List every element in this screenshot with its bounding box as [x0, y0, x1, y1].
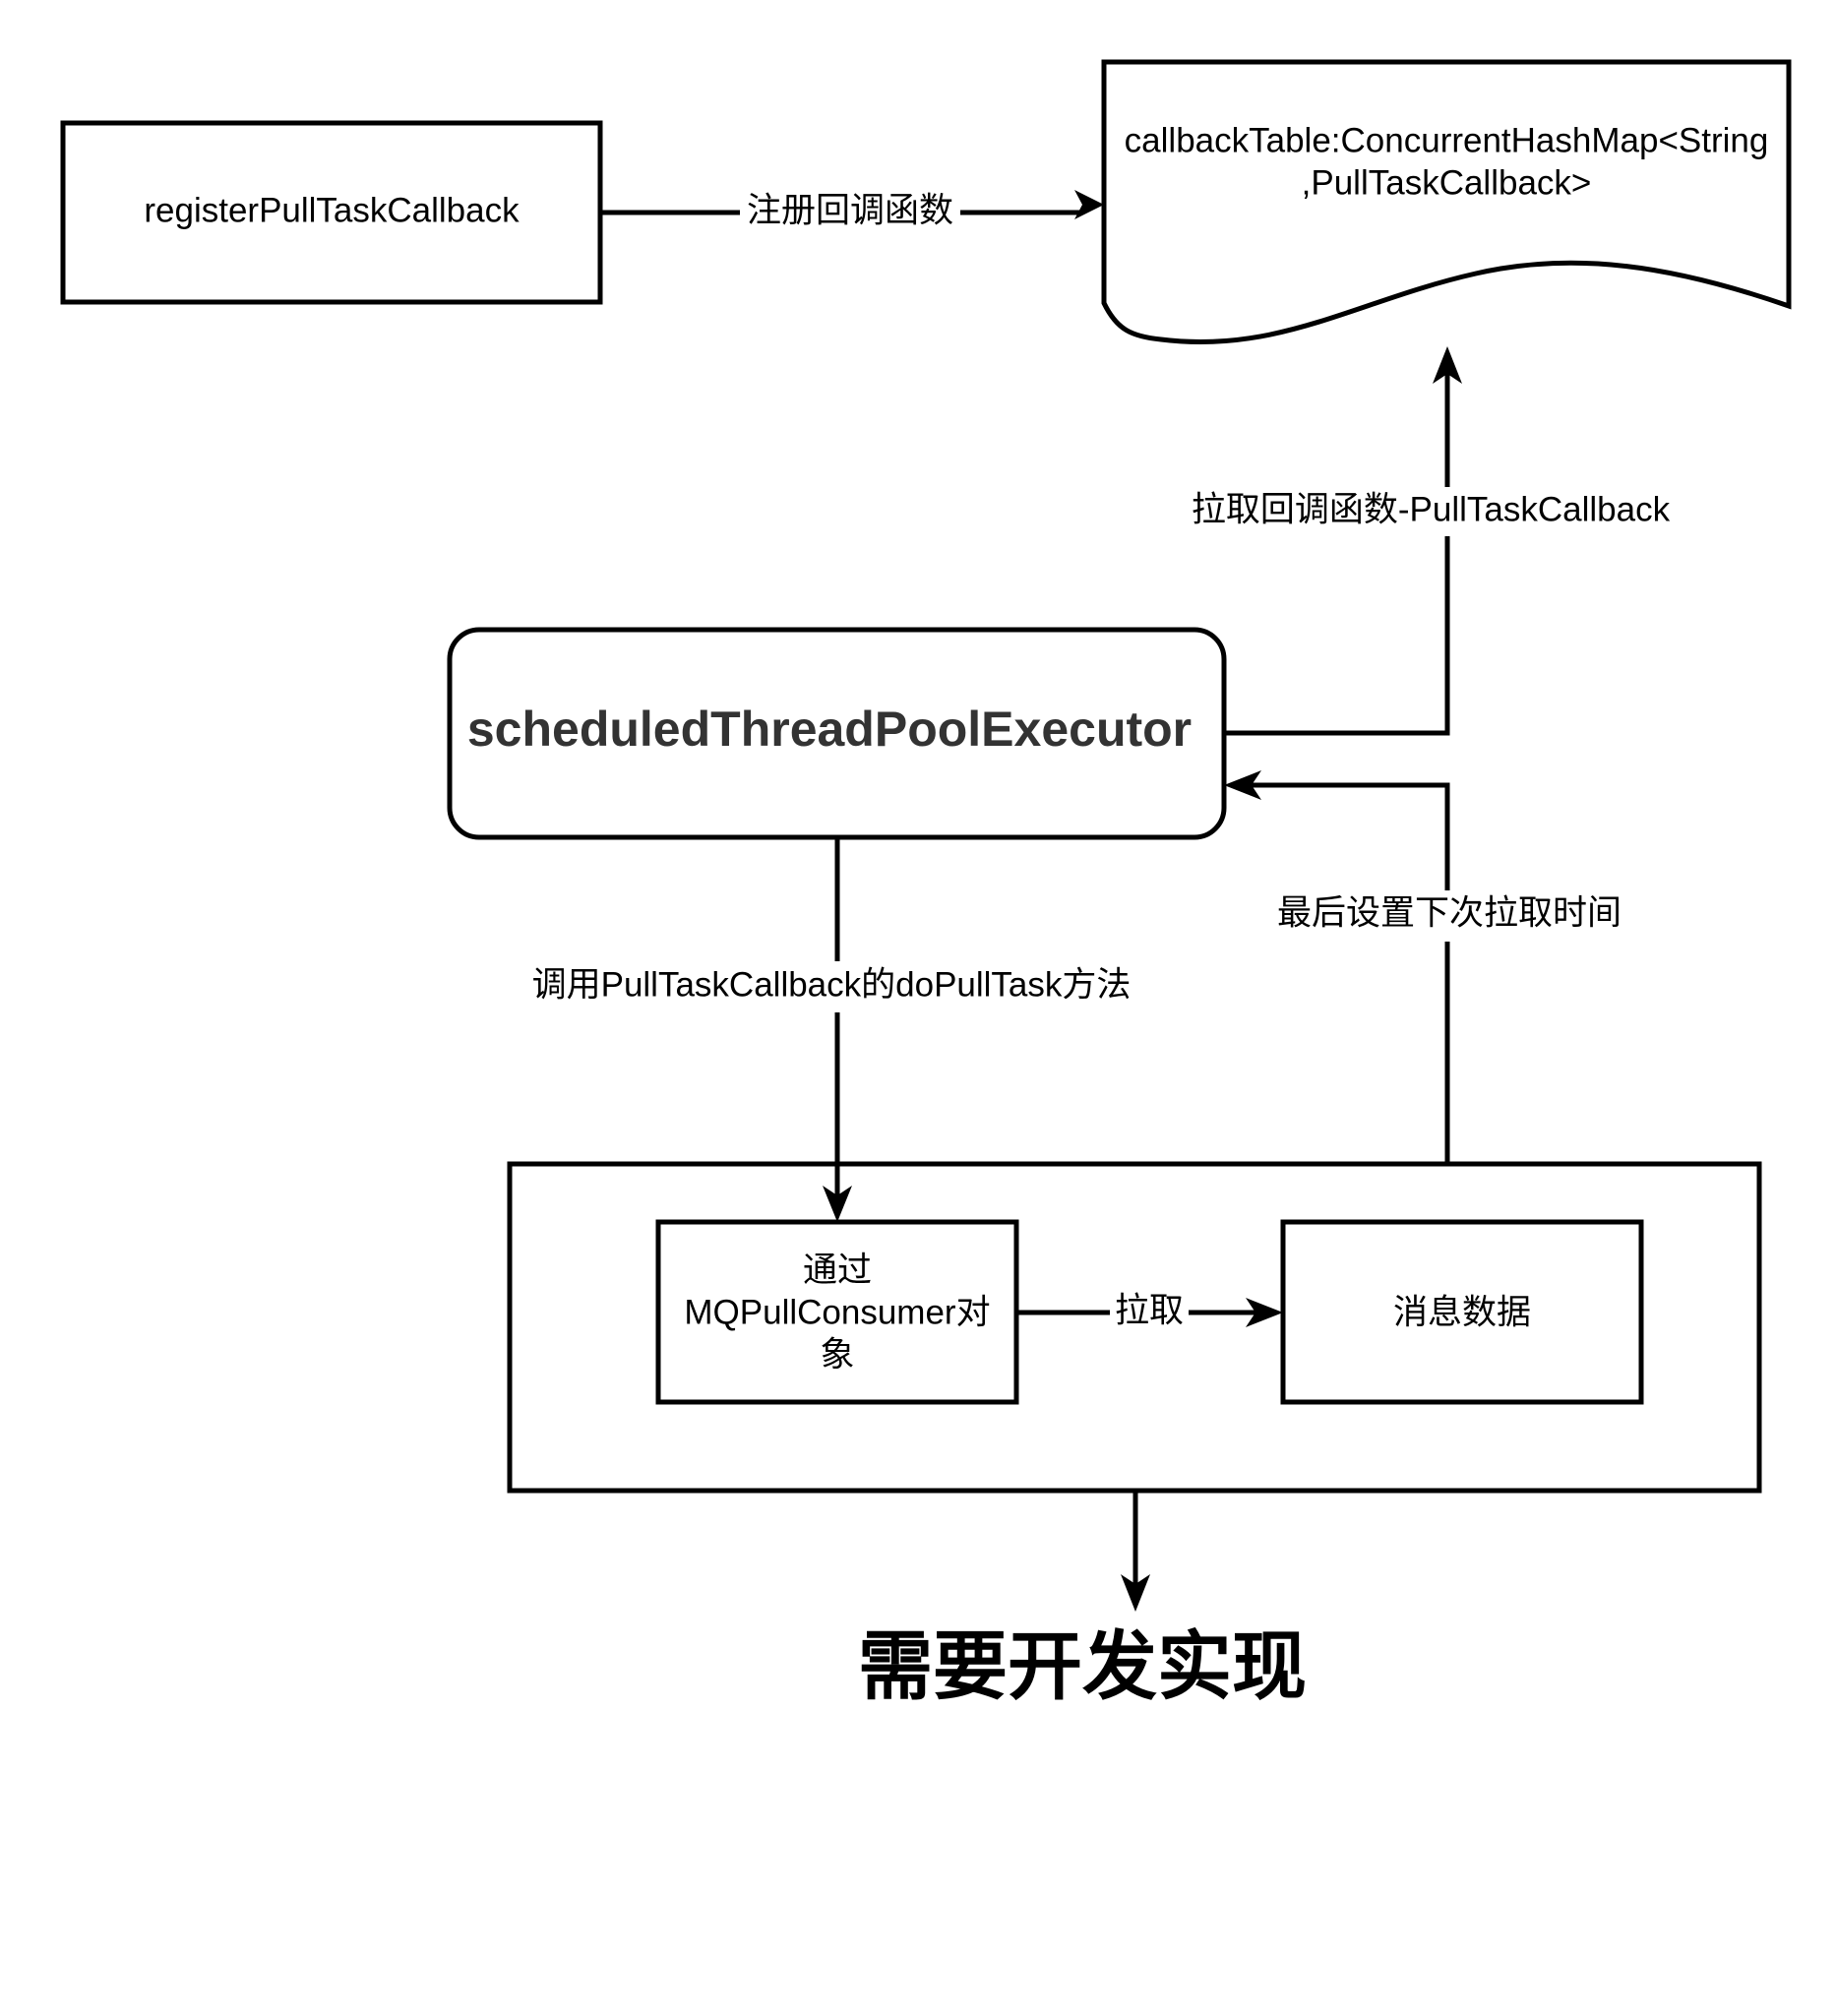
- pull-consumer-label-line3: 象: [820, 1335, 854, 1374]
- edge-next-pull-time-label: 最后设置下次拉取时间: [1277, 893, 1622, 932]
- arrowhead: [1074, 190, 1104, 219]
- callback-table-label-line1: callbackTable:ConcurrentHashMap<String: [1125, 121, 1769, 159]
- pull-consumer-label-line1: 通过: [803, 1251, 872, 1289]
- edge-executor-to-consumer: 调用PullTaskCallback的doPullTask方法: [521, 837, 1151, 1222]
- edge-register-to-table: 注册回调函数: [600, 189, 1104, 236]
- register-callback-label: registerPullTaskCallback: [144, 191, 520, 229]
- edge-fetch-callback-label: 拉取回调函数-PullTaskCallback: [1192, 490, 1671, 528]
- edge-register-label: 注册回调函数: [747, 191, 953, 229]
- developer-implementation-title: 需要开发实现: [858, 1625, 1307, 1709]
- arrowhead: [1224, 770, 1261, 800]
- message-data-node: 消息数据: [1280, 1219, 1644, 1405]
- edge-pull-label: 拉取: [1115, 1291, 1184, 1329]
- arrowhead: [1433, 346, 1462, 384]
- arrowhead: [1121, 1574, 1150, 1612]
- edge-group-to-footer: [1121, 1491, 1150, 1612]
- callback-table-label-line2: ,PullTaskCallback>: [1302, 163, 1592, 202]
- message-data-label: 消息数据: [1393, 1293, 1531, 1331]
- callback-table-node: callbackTable:ConcurrentHashMap<String ,…: [1101, 59, 1792, 345]
- edge-group-to-executor: 最后设置下次拉取时间: [1224, 770, 1633, 1164]
- edge-call-dopulltask-label: 调用PullTaskCallback的doPullTask方法: [532, 965, 1132, 1004]
- arrowhead: [823, 1186, 852, 1222]
- arrowhead: [1246, 1298, 1283, 1327]
- executor-node: scheduledThreadPoolExecutor: [447, 627, 1227, 840]
- edge-executor-to-table: 拉取回调函数-PullTaskCallback: [1181, 346, 1681, 736]
- executor-label: scheduledThreadPoolExecutor: [467, 702, 1192, 757]
- pull-consumer-node: 通过 MQPullConsumer对 象: [655, 1219, 1019, 1405]
- register-callback-node: registerPullTaskCallback: [60, 120, 603, 305]
- pull-consumer-label-line2: MQPullConsumer对: [684, 1293, 990, 1331]
- edge-consumer-to-message: 拉取: [1016, 1289, 1283, 1336]
